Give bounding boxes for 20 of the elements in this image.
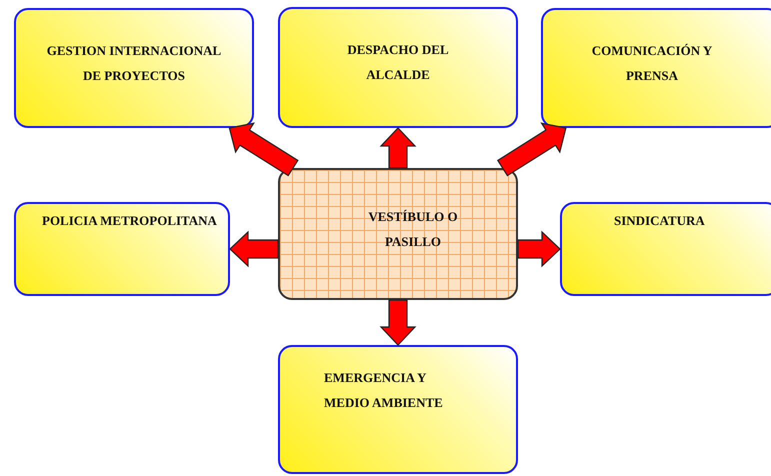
box-label: VESTÍBULO O PASILLO bbox=[367, 208, 459, 251]
block-arrow bbox=[380, 127, 416, 169]
box-label: POLICIA METROPOLITANA bbox=[42, 212, 217, 230]
block-arrow bbox=[517, 230, 561, 268]
box-label: DESPACHO DEL ALCALDE bbox=[346, 41, 450, 84]
department-box bbox=[278, 7, 518, 128]
department-box bbox=[278, 345, 518, 474]
block-arrow bbox=[496, 122, 567, 176]
box-label: SINDICATURA bbox=[614, 212, 705, 230]
department-box bbox=[541, 8, 771, 128]
hub-box bbox=[278, 168, 518, 300]
block-arrow bbox=[228, 122, 299, 176]
box-label: COMUNICACIÓN Y PRENSA bbox=[590, 42, 714, 85]
department-box bbox=[14, 8, 254, 128]
block-arrow bbox=[229, 230, 279, 268]
box-label: GESTION INTERNACIONAL DE PROYECTOS bbox=[46, 42, 222, 85]
box-label: EMERGENCIA Y MEDIO AMBIENTE bbox=[324, 369, 444, 412]
department-box bbox=[560, 202, 771, 296]
block-arrow bbox=[380, 299, 416, 346]
department-box bbox=[14, 202, 230, 296]
